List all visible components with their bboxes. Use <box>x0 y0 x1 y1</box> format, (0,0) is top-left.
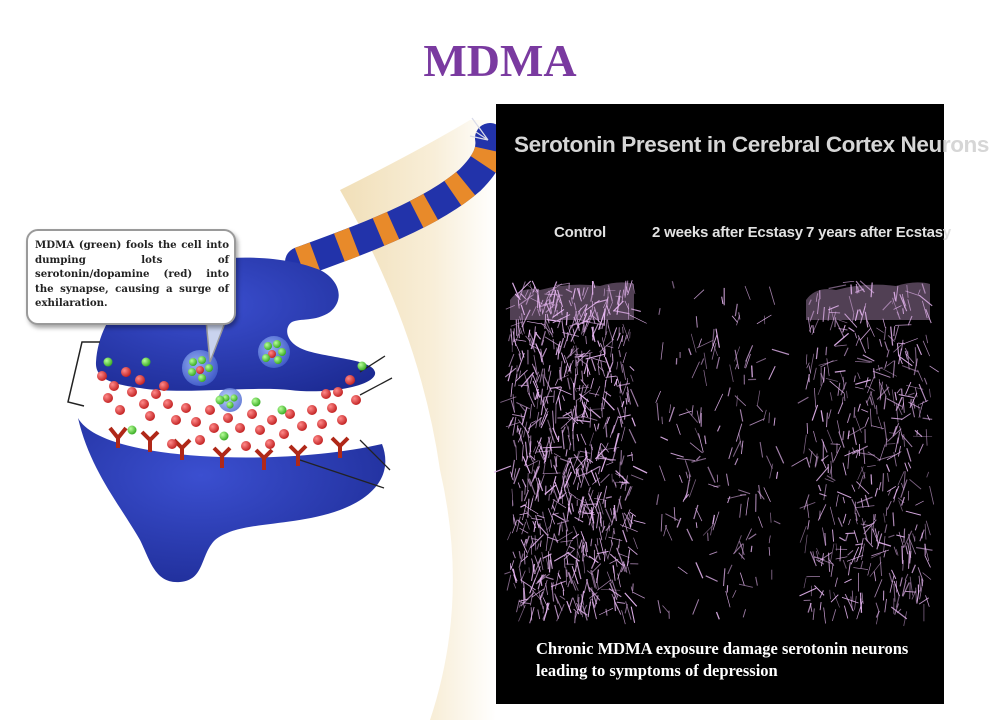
postsynaptic-neuron <box>78 418 386 583</box>
slide-title: MDMA <box>423 35 577 86</box>
tan-background-shape <box>340 120 496 720</box>
pointer-lines <box>299 355 393 489</box>
column-label-control: Control <box>554 224 606 241</box>
receptors <box>108 426 350 470</box>
bracket-left <box>67 341 100 407</box>
vesicle-3 <box>218 388 242 412</box>
panel-title: Serotonin Present in Cerebral Cortex Neu… <box>514 132 990 157</box>
micrograph-2-weeks <box>655 281 790 620</box>
column-label-2-weeks: 2 weeks after Ecstasy <box>652 224 803 241</box>
callout-text: MDMA (green) fools the cell into dumping… <box>35 239 229 310</box>
micrograph-panel: Serotonin Present in Cerebral Cortex Neu… <box>493 104 990 704</box>
vesicle-2 <box>258 336 290 368</box>
micrograph-7-years <box>791 280 939 627</box>
mdma-molecules <box>103 357 367 441</box>
micrograph-control <box>493 280 648 625</box>
column-label-7-years: 7 years after Ecstasy <box>806 224 952 241</box>
serotonin-molecules <box>97 367 361 451</box>
synapse-illustration <box>67 117 506 720</box>
callout-box: MDMA (green) fools the cell into dumping… <box>26 229 236 325</box>
panel-caption: Chronic MDMA exposure damage serotonin n… <box>536 639 909 680</box>
